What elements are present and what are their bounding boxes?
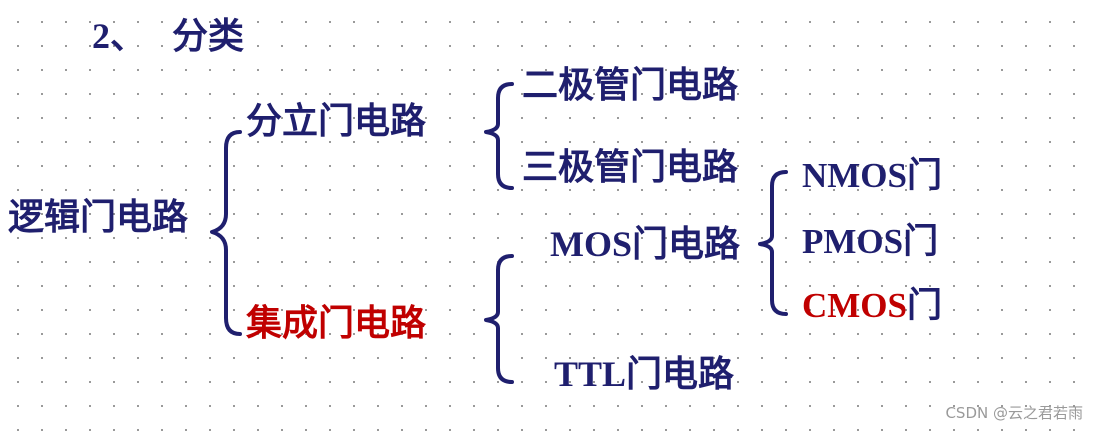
nmos-prefix: NMOS	[802, 156, 907, 195]
brace-discrete	[484, 82, 514, 190]
brace-mos	[758, 170, 788, 316]
node-integrated-gates: 集成门电路	[246, 303, 427, 344]
pmos-suffix: 门	[903, 222, 939, 262]
node-discrete-gates: 分立门电路	[246, 101, 427, 142]
brace-integrated	[484, 254, 514, 384]
nmos-suffix: 门	[907, 156, 943, 196]
mos-prefix: MOS	[550, 224, 633, 264]
node-triode-gates: 三极管门电路	[522, 147, 739, 188]
pmos-prefix: PMOS	[802, 222, 904, 261]
watermark-text: CSDN @云之君若雨	[945, 404, 1083, 422]
root-node-logic-gates: 逻辑门电路	[8, 197, 189, 238]
ttl-prefix: TTL	[554, 354, 627, 394]
cmos-prefix: CMOS	[802, 286, 907, 325]
section-heading: 2、分类	[92, 18, 244, 55]
node-pmos-gate: PMOS门	[802, 224, 938, 260]
node-cmos-gate: CMOS门	[802, 288, 942, 324]
section-title: 分类	[172, 16, 245, 57]
cmos-suffix: 门	[907, 286, 943, 326]
ttl-suffix: 门电路	[626, 354, 735, 395]
node-diode-gates: 二极管门电路	[522, 65, 739, 106]
node-ttl-gates: TTL门电路	[554, 356, 734, 393]
node-mos-gates: MOS门电路	[550, 226, 740, 263]
section-number: 2、	[92, 16, 147, 56]
node-nmos-gate: NMOS门	[802, 158, 942, 194]
mos-suffix: 门电路	[632, 224, 741, 265]
brace-root	[210, 130, 242, 336]
